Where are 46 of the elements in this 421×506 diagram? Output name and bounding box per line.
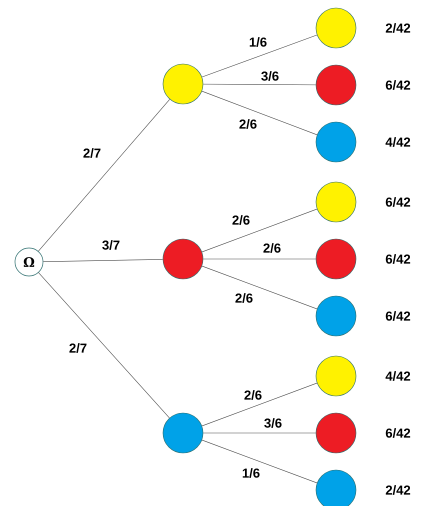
outcome-circle — [316, 356, 356, 396]
edge-label: 2/7 — [68, 342, 88, 354]
probability-label: 6/42 — [386, 197, 410, 207]
edge-label: 3/6 — [262, 417, 284, 429]
probability-label: 6/42 — [386, 311, 410, 321]
outcome-circle — [316, 470, 356, 506]
branch-line — [43, 259, 163, 262]
probability-label: 4/42 — [386, 371, 410, 381]
outcome-circle — [162, 412, 204, 454]
probability-label: 6/42 — [386, 254, 410, 264]
branch-line — [202, 90, 318, 136]
edge-label: 2/7 — [82, 147, 102, 159]
edge-label: 1/6 — [248, 36, 268, 48]
edge-label: 2/6 — [242, 389, 264, 401]
outcome-circle — [316, 238, 356, 280]
outcome-circle — [316, 296, 356, 336]
edge-label: 1/6 — [240, 467, 262, 479]
branch-line — [202, 382, 318, 426]
outcome-circle — [316, 182, 356, 222]
edge-label: 2/6 — [262, 242, 282, 254]
outcome-circle — [316, 64, 356, 106]
branch-line — [203, 258, 316, 260]
outcome-circle — [162, 238, 204, 280]
root-node: Ω — [14, 248, 44, 276]
branch-line — [38, 99, 170, 252]
branch-line — [202, 266, 318, 310]
branch-line — [202, 208, 318, 252]
probability-label: 6/42 — [386, 428, 410, 438]
probability-label: 2/42 — [386, 23, 410, 33]
edge-label: 3/6 — [260, 70, 280, 82]
probability-label: 6/42 — [386, 80, 410, 90]
branch-line — [203, 84, 316, 86]
branch-line — [202, 440, 318, 484]
branch-line — [202, 34, 318, 78]
outcome-circle — [316, 122, 356, 162]
edge-label: 2/6 — [238, 118, 258, 130]
branch-line — [203, 432, 316, 434]
branch-line — [38, 272, 170, 418]
outcome-circle — [316, 8, 356, 48]
probability-label: 4/42 — [386, 137, 410, 147]
edge-label: 2/6 — [230, 214, 252, 226]
edge-label: 2/6 — [234, 292, 254, 304]
edge-label: 3/7 — [100, 239, 122, 251]
outcome-circle — [162, 64, 204, 104]
probability-label: 2/42 — [386, 485, 410, 495]
outcome-circle — [316, 412, 356, 454]
